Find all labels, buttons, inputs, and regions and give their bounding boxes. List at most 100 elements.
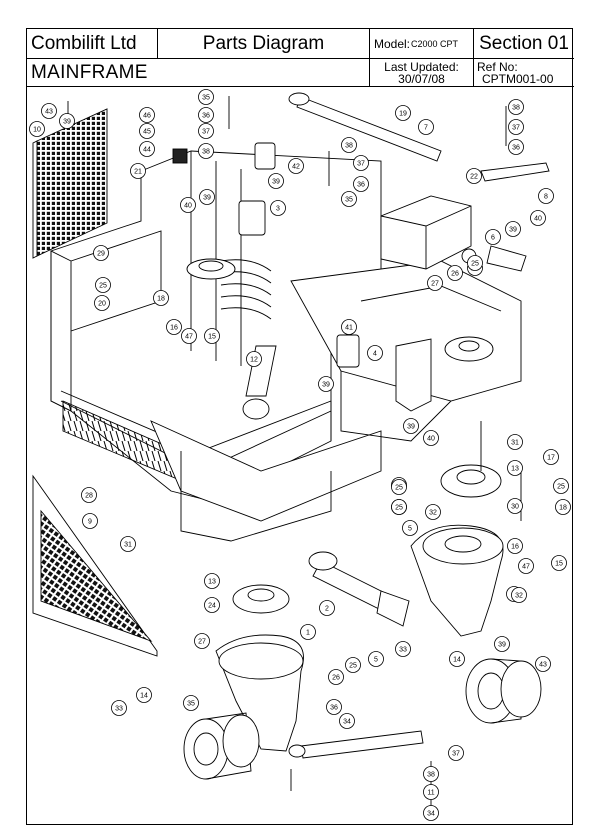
- callout-17: 17: [543, 449, 559, 465]
- callout-label: 18: [157, 296, 165, 303]
- callout-35: 35: [183, 695, 199, 711]
- callout-38: 38: [508, 99, 524, 115]
- callout-40: 40: [180, 197, 196, 213]
- callout-20: 20: [94, 295, 110, 311]
- callout-label: 29: [97, 251, 105, 258]
- callout-label: 34: [427, 811, 435, 818]
- callout-circle: [59, 113, 75, 129]
- callout-25: 25: [467, 255, 483, 271]
- callout-36: 36: [353, 176, 369, 192]
- callout-circle: [507, 460, 523, 476]
- callout-9: 9: [82, 513, 98, 529]
- callout-label: 12: [250, 357, 258, 364]
- callout-circle: [341, 319, 357, 335]
- callout-28: 28: [81, 487, 97, 503]
- callout-label: 9: [88, 519, 92, 526]
- callout-label: 34: [343, 719, 351, 726]
- callout-13: 13: [507, 460, 523, 476]
- parts-diagram-sheet: Combilift Ltd Parts Diagram Model:C2000 …: [26, 28, 574, 825]
- callout-25: 25: [95, 277, 111, 293]
- callout-circle: [447, 265, 463, 281]
- callout-circle: [166, 319, 182, 335]
- callout-label: 14: [453, 657, 461, 664]
- callout-circle: [194, 633, 210, 649]
- callout-circle: [403, 418, 419, 434]
- callout-13: 13: [204, 573, 220, 589]
- callout-circle: [326, 699, 342, 715]
- callout-label: 35: [187, 701, 195, 708]
- callout-circle: [507, 498, 523, 514]
- callout-circle: [427, 275, 443, 291]
- hub-motor-14-right: [465, 658, 542, 724]
- hub-motor-14-left: [183, 712, 260, 780]
- callout-circle: [448, 745, 464, 761]
- frame-linework: [32, 92, 550, 816]
- callout-circle: [423, 430, 439, 446]
- callout-circle: [268, 173, 284, 189]
- callout-label: 6: [491, 235, 495, 242]
- callout-circle: [555, 499, 571, 515]
- callout-label: 31: [511, 440, 519, 447]
- callout-38: 38: [423, 766, 439, 782]
- callout-43: 43: [41, 103, 57, 119]
- callout-label: 39: [509, 227, 517, 234]
- callout-26: 26: [447, 265, 463, 281]
- callout-circle: [425, 504, 441, 520]
- callout-circle: [391, 499, 407, 515]
- callout-circle: [300, 624, 316, 640]
- callout-circle: [95, 277, 111, 293]
- callout-label: 39: [272, 179, 280, 186]
- callout-36: 36: [508, 139, 524, 155]
- callout-label: 25: [471, 261, 479, 268]
- callout-4: 4: [367, 345, 383, 361]
- callout-circle: [198, 123, 214, 139]
- callout-39: 39: [494, 636, 510, 652]
- callout-10: 10: [29, 121, 45, 137]
- callout-circle: [111, 700, 127, 716]
- callout-26: 26: [328, 669, 344, 685]
- callout-circle: [204, 573, 220, 589]
- callout-circle: [402, 520, 418, 536]
- callout-label: 40: [427, 436, 435, 443]
- callout-circle: [130, 163, 146, 179]
- model-value: C2000 CPT: [411, 38, 459, 49]
- callout-label: 13: [511, 466, 519, 473]
- callout-label: 13: [208, 579, 216, 586]
- callout-circle: [288, 158, 304, 174]
- callout-7: 7: [418, 119, 434, 135]
- callout-label: 43: [539, 662, 547, 669]
- callout-circle: [508, 139, 524, 155]
- callout-36: 36: [326, 699, 342, 715]
- callout-43: 43: [535, 656, 551, 672]
- callout-38: 38: [341, 137, 357, 153]
- callout-label: 37: [357, 161, 365, 168]
- callout-circle: [507, 434, 523, 450]
- callout-circle: [139, 107, 155, 123]
- callout-32: 32: [425, 504, 441, 520]
- section-number: Section 01: [474, 29, 574, 59]
- callout-47: 47: [181, 328, 197, 344]
- callout-circle: [391, 479, 407, 495]
- reference-label: Ref No:: [477, 59, 518, 74]
- callout-33: 33: [395, 641, 411, 657]
- callout-circle: [367, 345, 383, 361]
- callout-circle: [353, 155, 369, 171]
- callout-11: 11: [423, 784, 439, 800]
- callout-label: 19: [399, 111, 407, 118]
- callout-label: 30: [511, 504, 519, 511]
- callout-circle: [81, 487, 97, 503]
- callout-circle: [204, 328, 220, 344]
- callout-label: 37: [202, 129, 210, 136]
- callout-5: 5: [402, 520, 418, 536]
- last-updated-value: 30/07/08: [398, 71, 445, 86]
- callout-label: 39: [498, 642, 506, 649]
- callout-label: 36: [202, 113, 210, 120]
- callout-label: 27: [198, 639, 206, 646]
- callout-37: 37: [353, 155, 369, 171]
- callout-22: 22: [466, 168, 482, 184]
- callout-label: 25: [395, 485, 403, 492]
- callout-46: 46: [139, 107, 155, 123]
- callout-label: 36: [330, 705, 338, 712]
- callout-29: 29: [93, 245, 109, 261]
- callout-label: 18: [559, 505, 567, 512]
